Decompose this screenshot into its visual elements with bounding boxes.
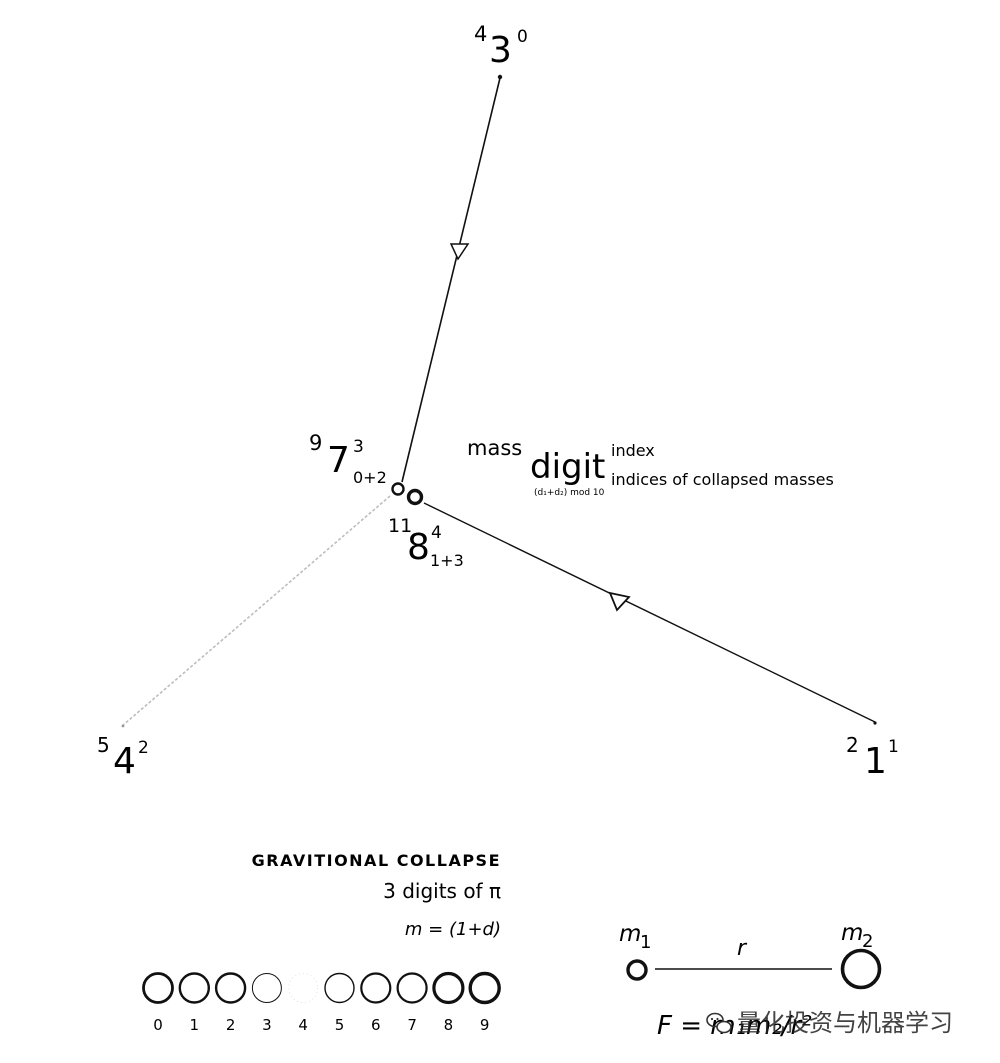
- scale-circle-9: [468, 971, 501, 1005]
- origin-point-right: [873, 721, 877, 725]
- node-top-index: 0: [517, 27, 528, 47]
- key-index: index: [611, 441, 655, 460]
- node-left-label: 5 4 2: [97, 733, 149, 782]
- scale-label-7: 7: [407, 1016, 417, 1034]
- key-sub: (d₁+d₂) mod 10: [534, 488, 605, 498]
- key-mass: mass: [467, 436, 522, 460]
- node-merged-a-index: 3: [353, 437, 364, 457]
- force-r-label: r: [737, 936, 748, 961]
- collapsed-mass-b: [406, 488, 424, 506]
- scale-label-8: 8: [444, 1016, 454, 1034]
- node-merged-b-index: 4: [431, 523, 442, 543]
- scale-label-4: 4: [298, 1016, 308, 1034]
- collapsed-mass-a: [391, 482, 405, 496]
- scale-circle-2: [214, 972, 247, 1004]
- force-m1-letter: m: [619, 921, 641, 947]
- force-m2-sub: 2: [862, 931, 873, 952]
- force-m2-letter: m: [841, 920, 863, 946]
- node-merged-a-digit: 7: [327, 440, 350, 481]
- node-merged-b-digit: 8: [407, 527, 430, 568]
- mass-scale: [142, 971, 501, 1005]
- scale-label-2: 2: [226, 1016, 236, 1034]
- force-m2-label: m 2: [841, 920, 873, 952]
- node-top-mass: 4: [474, 22, 487, 46]
- force-mass-2: [840, 948, 882, 990]
- node-merged-b-mass: 11: [388, 515, 412, 537]
- origin-point-left: [121, 724, 125, 728]
- node-right-mass: 2: [846, 733, 859, 757]
- direction-arrow-right: [608, 591, 631, 612]
- force-equation: F = m₁m₂/r²: [657, 1011, 812, 1041]
- force-mass-1: [626, 959, 648, 981]
- scale-label-9: 9: [480, 1016, 490, 1034]
- mass-scale-labels: 0 1 2 3 4 5 6 7 8 9: [153, 1016, 489, 1034]
- node-merged-a-mass: 9: [309, 431, 322, 455]
- origin-point-top: [497, 74, 503, 80]
- node-top-label: 4 3 0: [474, 22, 528, 71]
- trajectory-left: [121, 495, 391, 727]
- trajectory-right: [423, 502, 876, 723]
- scale-circle-5: [324, 972, 355, 1004]
- force-m1-label: m 1: [619, 921, 651, 953]
- wechat-icon: [706, 1012, 732, 1034]
- scale-circle-0: [142, 972, 174, 1004]
- node-right-label: 2 1 1: [846, 733, 899, 782]
- node-right-index: 1: [888, 737, 899, 757]
- key-indices: indices of collapsed masses: [611, 470, 834, 489]
- scale-circle-3: [251, 973, 282, 1003]
- node-merged-a-label: 9 7 3 0+2: [309, 431, 387, 487]
- node-left-digit: 4: [113, 741, 136, 782]
- scale-circle-1: [178, 972, 211, 1004]
- watermark-text: 量化投资与机器学习: [737, 1009, 953, 1037]
- caption-title: GRAVITIONAL COLLAPSE: [252, 851, 501, 870]
- scale-label-1: 1: [190, 1016, 200, 1034]
- scale-circle-4: [288, 973, 319, 1003]
- node-top-digit: 3: [489, 30, 512, 71]
- scale-circle-6: [360, 972, 392, 1004]
- direction-arrow-top: [449, 243, 470, 261]
- node-merged-b-label: 11 8 4 1+3: [388, 515, 464, 570]
- key-digit: digit: [530, 447, 605, 487]
- scale-label-3: 3: [262, 1016, 272, 1034]
- scale-label-5: 5: [335, 1016, 345, 1034]
- label-key: mass digit index indices of collapsed ma…: [467, 436, 839, 498]
- node-merged-a-sub: 0+2: [353, 468, 387, 487]
- scale-label-0: 0: [153, 1016, 163, 1034]
- trajectory-top: [401, 77, 501, 483]
- caption-formula: m = (1+d): [405, 919, 501, 940]
- caption-subtitle: 3 digits of π: [383, 879, 501, 903]
- scale-label-6: 6: [371, 1016, 381, 1034]
- watermark: 量化投资与机器学习: [706, 1009, 953, 1037]
- scale-circle-7: [396, 972, 428, 1004]
- node-right-digit: 1: [864, 741, 887, 782]
- force-m1-sub: 1: [640, 932, 651, 953]
- node-merged-b-sub: 1+3: [430, 551, 464, 570]
- node-left-mass: 5: [97, 733, 110, 757]
- scale-circle-8: [432, 971, 465, 1005]
- node-left-index: 2: [138, 738, 149, 758]
